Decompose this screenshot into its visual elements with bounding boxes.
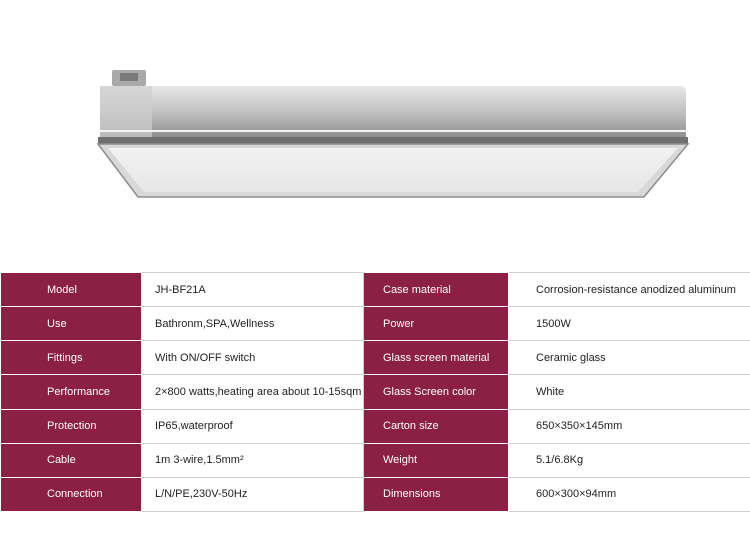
spec-label: Use xyxy=(0,306,142,342)
spec-value: With ON/OFF switch xyxy=(141,340,364,376)
table-row: Model JH-BF21A Case material Corrosion-r… xyxy=(0,271,750,308)
spec-value: Corrosion-resistance anodized aluminum xyxy=(508,271,750,308)
table-row: Protection IP65,waterproof Carton size 6… xyxy=(0,408,750,444)
spec-value: 650×350×145mm xyxy=(508,408,750,444)
table-row: Connection L/N/PE,230V-50Hz Dimensions 6… xyxy=(0,476,750,513)
spec-value: 600×300×94mm xyxy=(508,476,750,513)
spec-label: Model xyxy=(0,271,142,308)
table-row: Use Bathronm,SPA,Wellness Power 1500W xyxy=(0,306,750,342)
spec-label: Connection xyxy=(0,476,142,513)
housing-rim xyxy=(98,137,688,144)
product-image xyxy=(96,70,690,198)
spec-label: Glass screen material xyxy=(363,340,509,376)
spec-value: Ceramic glass xyxy=(508,340,750,376)
mount-connector xyxy=(112,70,146,86)
spec-value: JH-BF21A xyxy=(141,271,364,308)
spec-table: Model JH-BF21A Case material Corrosion-r… xyxy=(0,271,750,513)
spec-value: IP65,waterproof xyxy=(141,408,364,444)
spec-label: Fittings xyxy=(0,340,142,376)
spec-value: L/N/PE,230V-50Hz xyxy=(141,476,364,513)
spec-value: White xyxy=(508,374,750,410)
spec-label: Weight xyxy=(363,442,509,478)
table-row: Fittings With ON/OFF switch Glass screen… xyxy=(0,340,750,376)
spec-label: Case material xyxy=(363,271,509,308)
table-row: Cable 1m 3-wire,1.5mm² Weight 5.1/6.8Kg xyxy=(0,442,750,478)
spec-value: 2×800 watts,heating area about 10-15sqm xyxy=(141,374,364,410)
spec-value: 5.1/6.8Kg xyxy=(508,442,750,478)
spec-value: Bathronm,SPA,Wellness xyxy=(141,306,364,342)
spec-label: Protection xyxy=(0,408,142,444)
spec-label: Performance xyxy=(0,374,142,410)
spec-label: Cable xyxy=(0,442,142,478)
spec-label: Dimensions xyxy=(363,476,509,513)
spec-label: Glass Screen color xyxy=(363,374,509,410)
table-row: Performance 2×800 watts,heating area abo… xyxy=(0,374,750,410)
heater-housing xyxy=(100,86,686,138)
spec-label: Carton size xyxy=(363,408,509,444)
spec-value: 1500W xyxy=(508,306,750,342)
spec-label: Power xyxy=(363,306,509,342)
spec-value: 1m 3-wire,1.5mm² xyxy=(141,442,364,478)
